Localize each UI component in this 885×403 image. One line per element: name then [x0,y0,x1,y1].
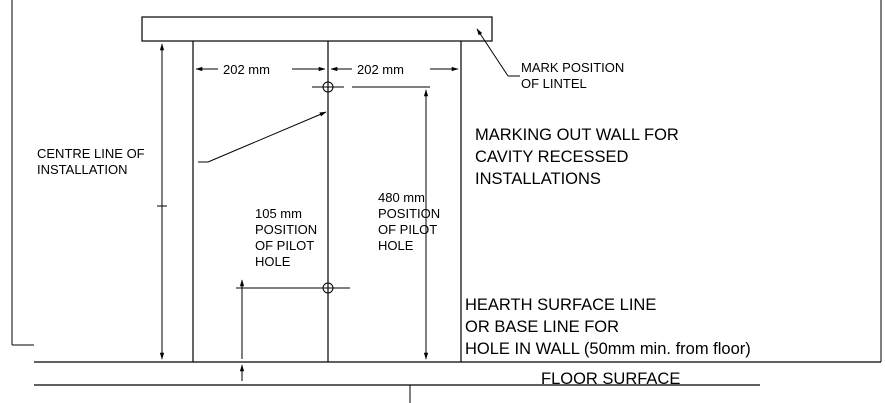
lintel-label: MARK POSITION OF LINTEL [521,60,628,91]
left-hole-height-label: 105 mm POSITION OF PILOT HOLE [255,206,321,269]
centre-line-label: CENTRE LINE OF INSTALLATION [37,146,148,177]
lintel-callout [476,28,520,77]
right-hole-height-label: 480 mm POSITION OF PILOT HOLE [378,190,444,253]
hearth-surface-note: HEARTH SURFACE LINE OR BASE LINE FOR HOL… [465,296,751,358]
floor-surface-label: FLOOR SURFACE [541,370,680,388]
right-width-label: 202 mm [357,62,404,77]
centre-line-callout [198,111,327,163]
diagram-title: MARKING OUT WALL FOR CAVITY RECESSED INS… [475,126,683,188]
right-width-dimension: 202 mm [330,62,459,77]
upper-pilot-hole [312,77,430,360]
lintel [141,16,493,42]
left-width-dimension: 202 mm [195,62,326,77]
lower-pilot-hole [236,278,350,381]
drawing-frame [11,0,882,403]
left-width-label: 202 mm [223,62,270,77]
overall-height-dimension [157,43,167,360]
